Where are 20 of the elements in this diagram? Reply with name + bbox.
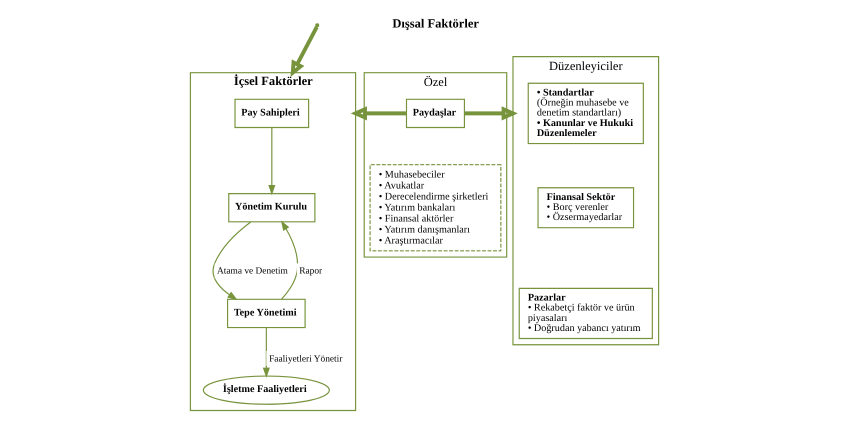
node-box: Pazarlar • Rekabetçi faktör ve ürün piyasaları • Doğrudan yabancı yatırım [518, 288, 652, 340]
node-ellipse: İşletme Faaliyetleri [202, 375, 330, 405]
edge-label: Faaliyetleri Yönetir [268, 354, 342, 364]
node-box: Finansal Sektör • Borç verenler • Özsermayedarlar [536, 187, 634, 228]
arrow [350, 106, 406, 120]
edge-label: Rapor [298, 266, 322, 277]
arrow [290, 26, 318, 77]
arrow [280, 220, 298, 300]
label: Dışsal Faktörler [392, 16, 478, 30]
node-box: Tepe Yönetimi [226, 298, 306, 328]
node-box: Pay Sahipleri [234, 98, 309, 128]
node-box: • Standartlar (Örneğin muhasebe ve denetim standartları) • Kanunlar ve Hukuki Düzenlemeler [527, 82, 644, 144]
edge-label: Atama ve Denetim [216, 266, 288, 277]
arrow [268, 128, 275, 196]
arrow [464, 106, 518, 120]
node-box: Paydaşlar [405, 98, 465, 128]
arrow [212, 222, 251, 300]
node-box: • Muhasebeciler • Avukatlar • Derecelendirme şirketleri • Yatırım bankaları • Finansal aktörler • Yatırım danışmanları • Araştırmacılar [369, 164, 501, 252]
arrow [262, 328, 270, 378]
node-box: Yönetim Kurulu [228, 193, 315, 222]
